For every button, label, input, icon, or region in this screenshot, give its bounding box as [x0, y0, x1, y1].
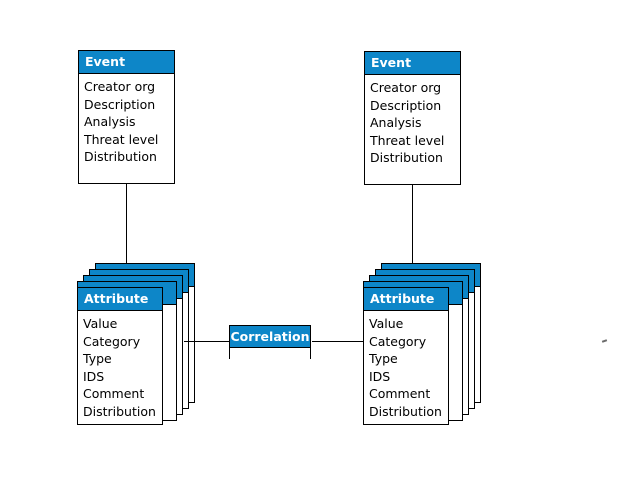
entity-event-right-fields: Creator org Description Analysis Threat … — [365, 75, 460, 171]
field-value: Value — [83, 316, 118, 331]
entity-correlation[interactable]: Correlation — [229, 325, 311, 359]
field-distribution: Distribution — [83, 403, 156, 419]
field-category: Category — [369, 333, 427, 349]
field-type: Type — [369, 351, 398, 366]
field-threat-level: Threat level — [84, 131, 159, 147]
entity-attribute-right[interactable]: Attribute Value Category Type IDS Commen… — [363, 287, 449, 425]
entity-attribute-right-fields: Value Category Type IDS Comment Distribu… — [364, 311, 448, 424]
field-type: Type — [83, 351, 112, 366]
field-ids: IDS — [83, 368, 105, 384]
entity-event-right[interactable]: Event Creator org Description Analysis T… — [364, 51, 461, 185]
field-ids: IDS — [369, 368, 391, 384]
entity-attribute-left-stack[interactable]: Attribute Value Category Type IDS Commen… — [77, 263, 195, 425]
entity-correlation-title: Correlation — [230, 326, 310, 348]
field-description: Description — [84, 96, 156, 112]
field-creator-org: Creator org — [84, 79, 156, 94]
field-analysis: Analysis — [84, 114, 136, 129]
field-comment: Comment — [369, 386, 431, 401]
entity-correlation-body — [230, 348, 310, 359]
stray-mark-artifact — [601, 339, 608, 343]
field-distribution: Distribution — [369, 403, 442, 419]
entity-event-right-title: Event — [365, 52, 460, 75]
entity-event-left-title: Event — [79, 51, 174, 74]
entity-attribute-left[interactable]: Attribute Value Category Type IDS Commen… — [77, 287, 163, 425]
entity-event-left[interactable]: Event Creator org Description Analysis T… — [78, 50, 175, 184]
field-value: Value — [369, 316, 404, 331]
entity-attribute-left-fields: Value Category Type IDS Comment Distribu… — [78, 311, 162, 424]
connector-attribute-correlation-left — [184, 341, 230, 342]
field-distribution: Distribution — [84, 149, 157, 164]
connector-event-attribute-left — [126, 184, 127, 270]
entity-attribute-left-title: Attribute — [78, 288, 162, 311]
entity-attribute-right-title: Attribute — [364, 288, 448, 311]
connector-event-attribute-right — [412, 185, 413, 271]
field-analysis: Analysis — [370, 115, 422, 130]
entity-attribute-right-stack[interactable]: Attribute Value Category Type IDS Commen… — [363, 263, 481, 425]
field-distribution: Distribution — [370, 150, 443, 165]
field-creator-org: Creator org — [370, 80, 442, 95]
field-comment: Comment — [83, 386, 145, 401]
field-category: Category — [83, 333, 141, 349]
connector-attribute-correlation-right — [312, 341, 363, 342]
entity-event-left-fields: Creator org Description Analysis Threat … — [79, 74, 174, 170]
field-threat-level: Threat level — [370, 132, 445, 148]
field-description: Description — [370, 97, 442, 113]
